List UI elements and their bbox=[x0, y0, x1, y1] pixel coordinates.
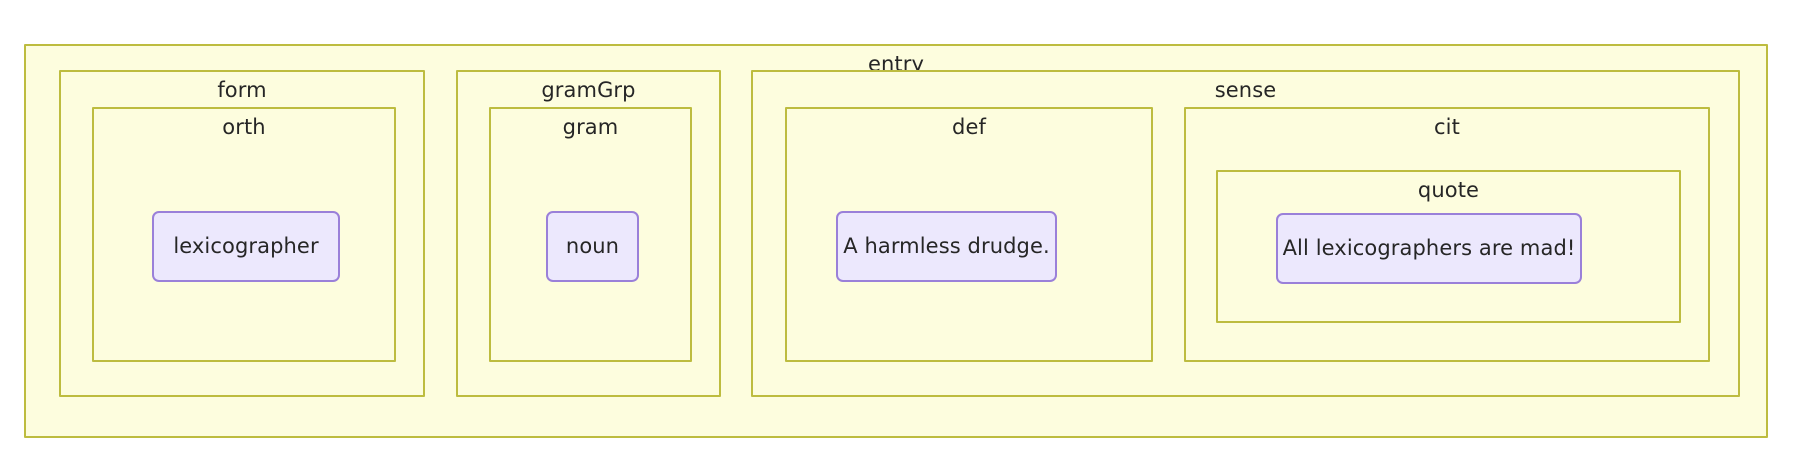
node-entry[interactable]: entry form orth lexicographer gramGrp gr… bbox=[24, 44, 1768, 438]
node-gram-label: gram bbox=[562, 115, 619, 139]
value-chip-orth[interactable]: lexicographer bbox=[152, 211, 340, 282]
value-chip-quote[interactable]: All lexicographers are mad! bbox=[1276, 213, 1582, 284]
node-orth-label: orth bbox=[222, 115, 266, 139]
value-chip-gram[interactable]: noun bbox=[546, 211, 639, 282]
node-cit[interactable]: cit quote All lexicographers are mad! bbox=[1184, 107, 1710, 362]
node-quote-label: quote bbox=[1417, 178, 1480, 202]
node-gramgrp[interactable]: gramGrp gram noun bbox=[456, 70, 721, 397]
node-quote[interactable]: quote All lexicographers are mad! bbox=[1216, 170, 1681, 323]
node-orth[interactable]: orth lexicographer bbox=[92, 107, 396, 362]
node-form[interactable]: form orth lexicographer bbox=[59, 70, 425, 397]
value-chip-def[interactable]: A harmless drudge. bbox=[836, 211, 1057, 282]
node-gram[interactable]: gram noun bbox=[489, 107, 692, 362]
node-sense[interactable]: sense def A harmless drudge. cit quote A… bbox=[751, 70, 1740, 397]
node-def[interactable]: def A harmless drudge. bbox=[785, 107, 1153, 362]
node-def-label: def bbox=[952, 115, 986, 139]
node-sense-label: sense bbox=[1214, 78, 1277, 102]
node-cit-label: cit bbox=[1434, 115, 1460, 139]
node-form-label: form bbox=[217, 78, 267, 102]
node-gramgrp-label: gramGrp bbox=[541, 78, 636, 102]
